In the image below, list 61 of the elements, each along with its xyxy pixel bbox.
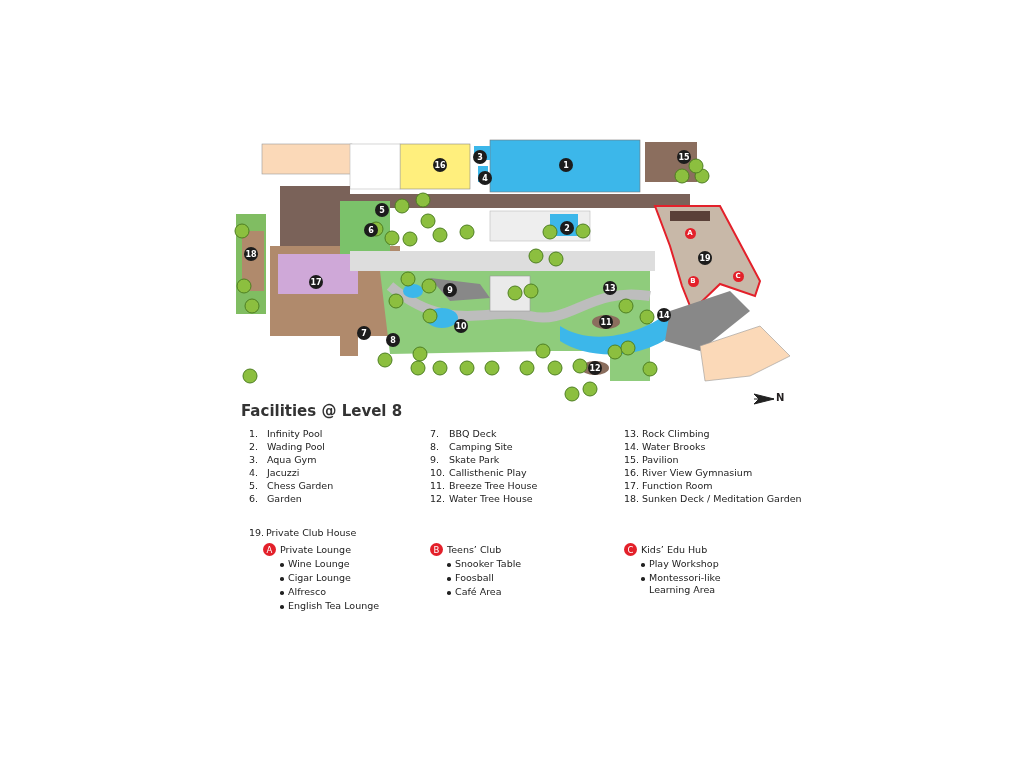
bullet-item: Wine Lounge [280,558,350,570]
facility-name: Breeze Tree House [449,480,538,492]
zone-heading: Kids’ Edu Hub [641,544,708,556]
list-number: 6. [249,493,259,505]
facility-name: Jacuzzi [267,467,300,479]
facility-name: Garden [267,493,302,505]
bullet-item: Café Area [447,586,502,598]
list-number: 16. [624,467,640,479]
bullet-item: Montessori-like Learning Area [641,572,729,596]
callout-number: 3 [473,150,487,164]
list-number: 11. [430,480,446,492]
facility-name: Camping Site [449,441,513,453]
list-number: 12. [430,493,446,505]
list-number: 9. [430,454,440,466]
facility-name: Function Room [642,480,713,492]
callout-number: A [263,543,276,556]
facility-name: Pavilion [642,454,679,466]
list-number: 18. [624,493,640,505]
facility-name: Water Brooks [642,441,706,453]
bullet-item: English Tea Lounge [280,600,380,612]
callout-number: 4 [478,171,492,185]
list-number: 13. [624,428,640,440]
facility-name: Aqua Gym [267,454,317,466]
facility-name: Water Tree House [449,493,533,505]
bullet-item: Alfresco [280,586,326,598]
list-number: 3. [249,454,259,466]
title: Facilities @ Level 8 [241,402,403,420]
list-number: 5. [249,480,259,492]
facility-name: Skate Park [449,454,500,466]
bullet-item: Cigar Lounge [280,572,351,584]
callout-number: 12 [588,361,602,375]
list-number: 19. [249,527,265,539]
list-number: 4. [249,467,259,479]
north-label: N [776,392,785,403]
callout-number: 14 [657,308,671,322]
callout-number: 7 [357,326,371,340]
bullet-item: Snooker Table [447,558,522,570]
callout-number: 8 [386,333,400,347]
facility-name: Chess Garden [267,480,334,492]
facility-name: Private Club House [266,527,357,539]
bullet-item: Play Workshop [641,558,719,570]
list-number: 2. [249,441,259,453]
zone-heading: Teens’ Club [447,544,502,556]
list-number: 1. [249,428,259,440]
list-number: 10. [430,467,446,479]
list-number: 15. [624,454,640,466]
list-number: 17. [624,480,640,492]
list-number: 7. [430,428,440,440]
facility-name: BBQ Deck [449,428,497,440]
facility-name: Rock Climbing [642,428,710,440]
list-number: 14. [624,441,640,453]
callout-number: B [430,543,443,556]
callout-number: C [624,543,637,556]
list-number: 8. [430,441,440,453]
facility-name: Infinity Pool [267,428,323,440]
facility-name: Wading Pool [267,441,325,453]
zone-heading: Private Lounge [280,544,351,556]
facility-name: River View Gymnasium [642,467,753,479]
facility-name: Callisthenic Play [449,467,527,479]
facility-name: Sunken Deck / Meditation Garden [642,493,802,505]
bullet-item: Foosball [447,572,494,584]
